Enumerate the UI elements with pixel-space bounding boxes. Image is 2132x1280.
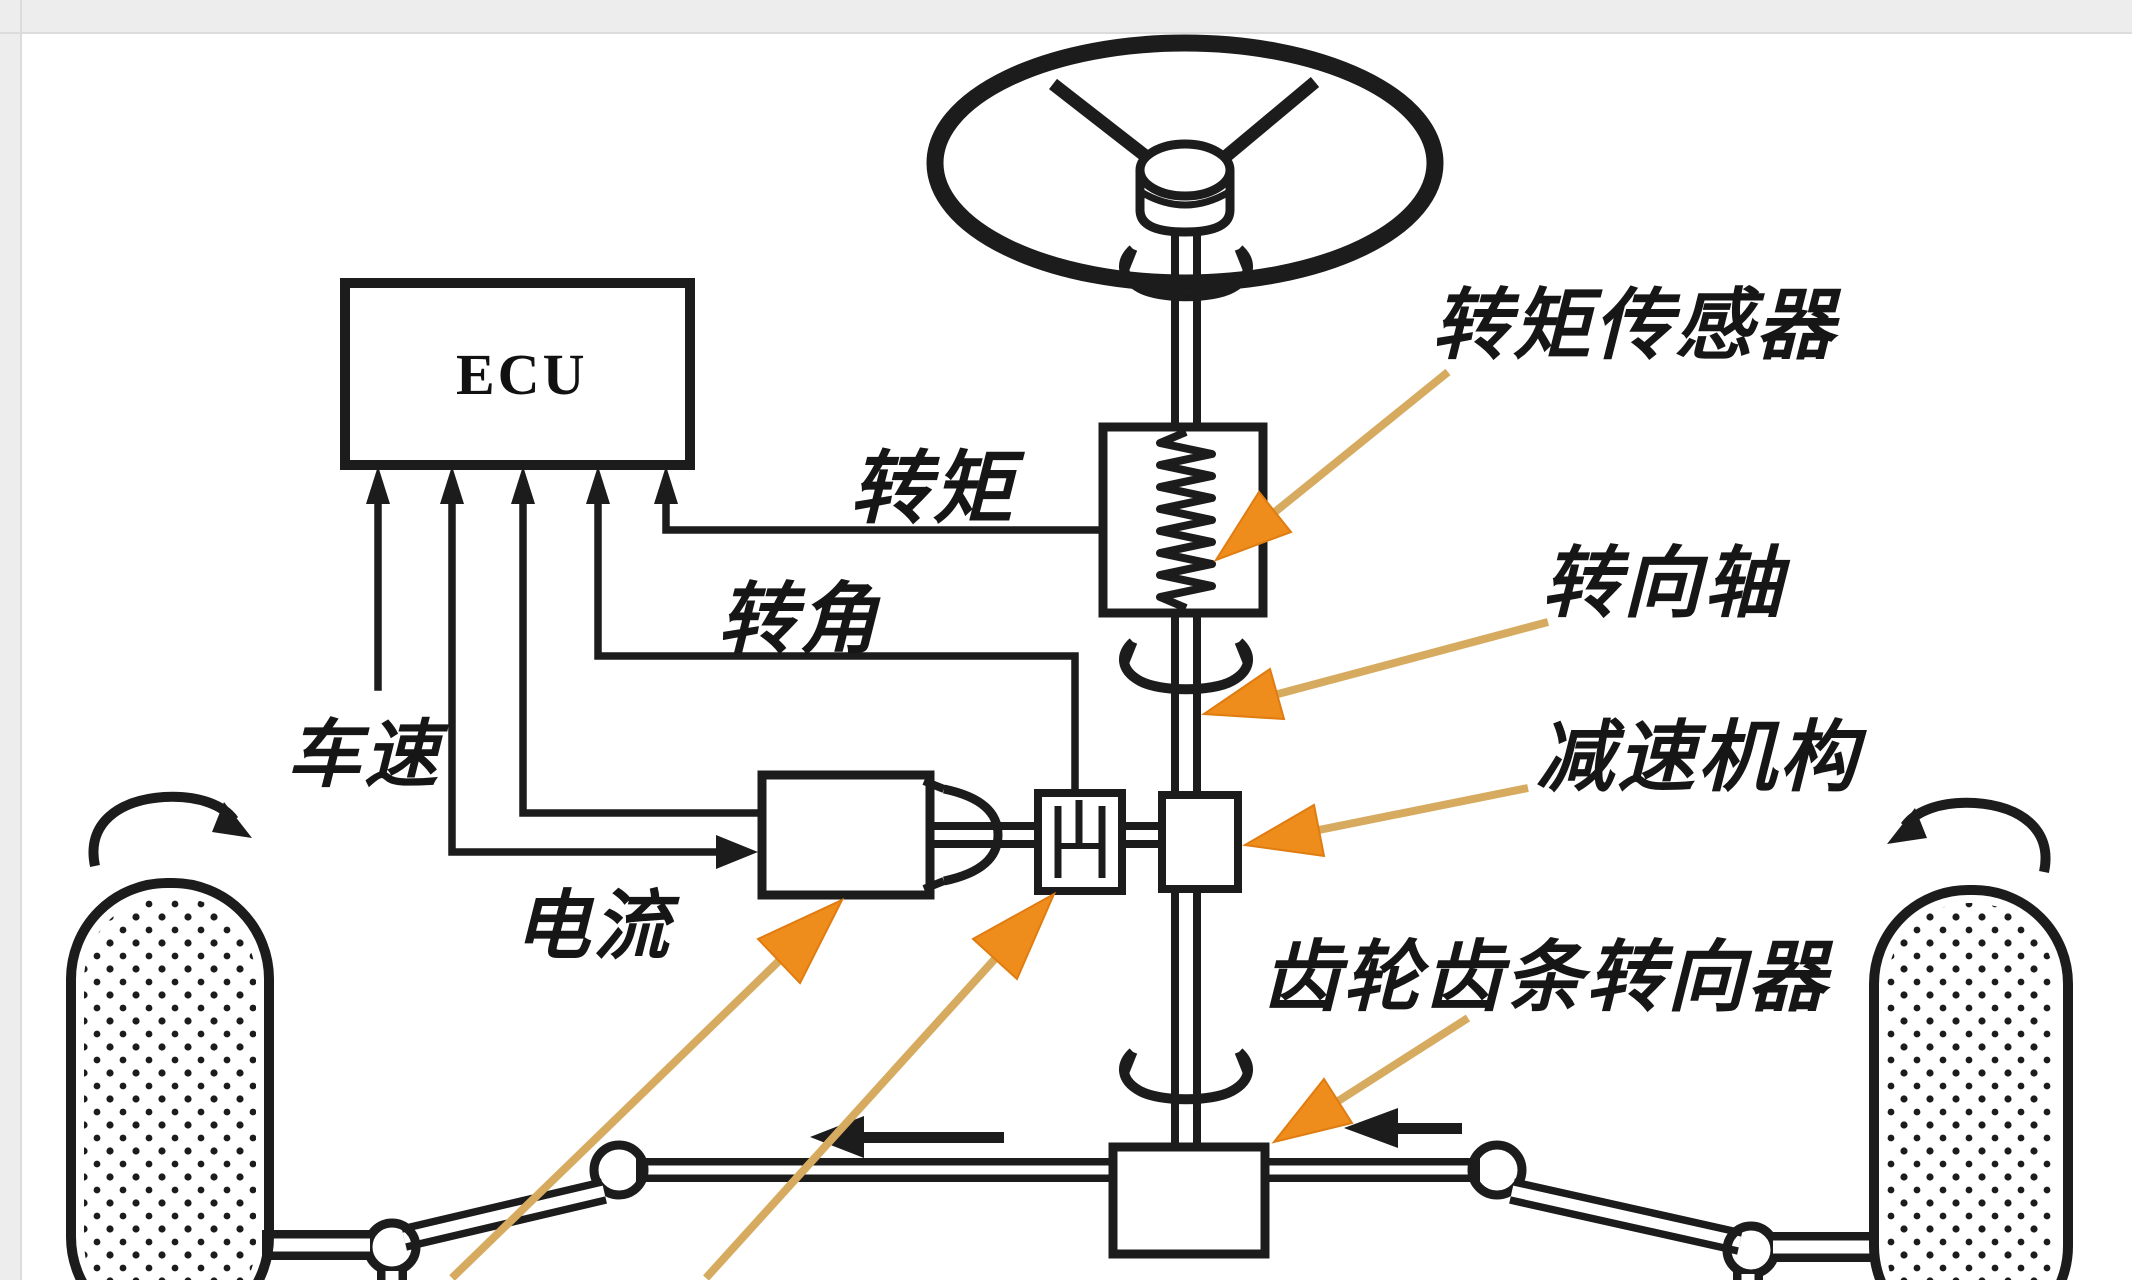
right-wheel-turn-arrow xyxy=(1887,797,2051,874)
ecu-label: ECU xyxy=(456,342,587,407)
label-steering-shaft: 转向轴 xyxy=(1542,539,1791,629)
label-rack-pinion: 齿轮齿条转向器 xyxy=(1262,933,1834,1023)
motor-feedback-line xyxy=(519,496,766,817)
motor-output-shaft xyxy=(930,822,1162,848)
current-line xyxy=(448,496,720,856)
label-reduction-mechanism: 减速机构 xyxy=(1536,713,1867,803)
steering-shaft xyxy=(1171,230,1201,1147)
steering-wheel-right-spoke xyxy=(1219,77,1320,163)
right-knuckle-links xyxy=(1733,1232,1878,1280)
arrowhead-icon xyxy=(1271,1077,1354,1144)
rotation-arrow-motor-shaft xyxy=(922,777,1003,893)
steering-wheel xyxy=(926,34,1444,292)
steering-wheel-left-spoke xyxy=(1049,78,1152,164)
arrowhead-icon xyxy=(1201,667,1286,721)
torque-line xyxy=(662,496,1107,534)
label-steering-angle: 转角 xyxy=(718,575,881,665)
callout-arrow-steering-shaft xyxy=(1201,618,1550,721)
ecu-input-arrowheads xyxy=(366,466,678,504)
callout-arrow-motor xyxy=(449,897,845,1280)
motor-box xyxy=(757,770,935,900)
arrowhead-icon xyxy=(1213,490,1293,562)
left-knuckle-links xyxy=(262,1230,407,1280)
ecu-box: ECU xyxy=(340,278,695,470)
reduction-gear-box xyxy=(1158,791,1242,893)
left-wheel xyxy=(66,878,274,1280)
rotation-arrow-lower xyxy=(1119,1048,1253,1105)
label-vehicle-speed: 车速 xyxy=(287,712,450,798)
current-arrowhead xyxy=(716,835,758,869)
label-current: 电流 xyxy=(514,881,680,970)
rack-right-ball-joint xyxy=(1467,1140,1527,1200)
label-torque: 转矩 xyxy=(850,442,1026,535)
page-top-edge xyxy=(0,0,2132,32)
coupling-box xyxy=(1034,789,1126,895)
rack-motion-arrow-right xyxy=(1344,1108,1462,1148)
torsion-spring xyxy=(1156,428,1216,612)
steering-wheel-hub xyxy=(1135,139,1235,237)
rotation-arrow-middle xyxy=(1119,638,1253,695)
page-left-edge xyxy=(0,0,20,1280)
rack-pinion-box xyxy=(1108,1142,1270,1259)
rotation-arrow-upper xyxy=(1119,245,1253,302)
left-tie-rod xyxy=(401,1178,607,1251)
label-torque-sensor: 转矩传感器 xyxy=(1432,281,1842,371)
callout-arrow-torque-sensor xyxy=(1213,368,1451,562)
arrowhead-icon xyxy=(971,891,1057,981)
arrowhead-icon xyxy=(756,897,845,985)
steering-angle-line xyxy=(594,496,1079,797)
left-wheel-turn-arrow xyxy=(88,791,252,868)
right-tie-rod xyxy=(1509,1178,1743,1255)
callout-arrow-rack-pinion xyxy=(1271,1014,1471,1144)
ecu-signal-lines xyxy=(366,466,1107,869)
rack-left-ball-joint xyxy=(589,1140,649,1200)
callout-arrow-coupling xyxy=(703,891,1057,1280)
right-wheel xyxy=(1869,885,2073,1280)
callout-arrow-reduction-mechanism xyxy=(1241,784,1529,858)
arrowhead-icon xyxy=(1241,803,1326,858)
